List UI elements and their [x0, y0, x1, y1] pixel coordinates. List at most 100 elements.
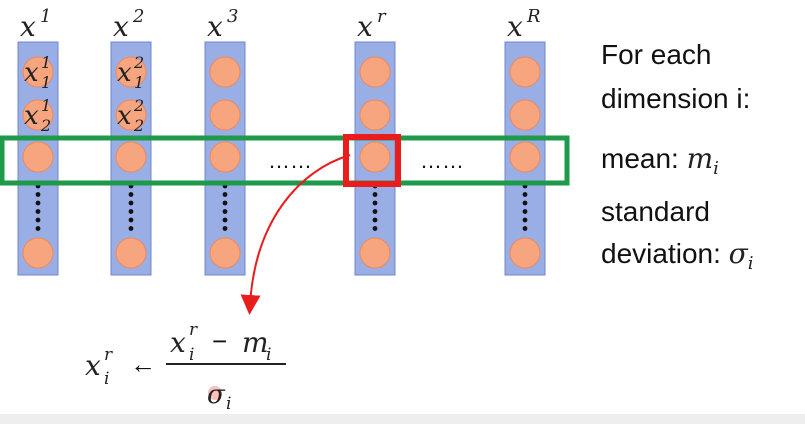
- vertical-dot: [372, 226, 378, 231]
- standard-label: standard: [601, 196, 710, 227]
- selected-cell-highlight: [343, 134, 401, 187]
- feature-circle: [115, 237, 147, 269]
- feature-circle: [115, 141, 147, 173]
- feature-circle: [22, 237, 54, 269]
- feature-circle: [115, 99, 147, 131]
- feature-circle: [209, 56, 241, 88]
- formula-numerator-x: x: [170, 326, 186, 359]
- feature-circle: [115, 56, 147, 88]
- cell-label: x: [117, 58, 132, 88]
- formula-numerator-sub: i: [189, 345, 194, 365]
- cell-label-sup: 1: [41, 96, 51, 115]
- vertical-dot: [372, 209, 378, 214]
- cell-label: x: [24, 58, 39, 88]
- vertical-dot: [128, 209, 134, 214]
- vertical-dot: [128, 226, 134, 231]
- feature-circle: [22, 99, 54, 131]
- vertical-dot: [35, 226, 41, 231]
- cell-label-sub: 2: [40, 116, 51, 135]
- column-label-sup: R: [526, 6, 541, 27]
- formula-lhs: x: [85, 349, 101, 382]
- feature-circle: [509, 99, 541, 131]
- column-label: x: [507, 10, 523, 43]
- normalization-formula: x r i ← x r i − m i σ i: [85, 320, 286, 414]
- vertical-dot: [222, 192, 228, 197]
- formula-sigma-sub: i: [226, 394, 231, 414]
- feature-circle: [359, 237, 391, 269]
- formula-lhs-sub: i: [104, 369, 109, 389]
- vertical-dot: [522, 200, 528, 206]
- formula-mean-sub: i: [266, 345, 271, 365]
- feature-circle: [209, 99, 241, 131]
- vertical-dot: [372, 217, 378, 223]
- feature-circle: [509, 237, 541, 269]
- vertical-dot: [128, 200, 134, 206]
- vertical-dot: [522, 192, 528, 197]
- formula-sigma: σ: [207, 380, 226, 410]
- column-label-sup: r: [377, 6, 387, 27]
- cell-label-sub: 1: [134, 73, 144, 92]
- formula-numerator-sup: r: [189, 320, 198, 340]
- vertical-dot: [35, 209, 41, 214]
- feature-circle: [509, 141, 541, 173]
- bottom-strip: [0, 414, 805, 424]
- ellipsis-left: ……: [268, 148, 312, 173]
- vertical-dots: [35, 183, 528, 231]
- column-label-sup: 2: [132, 6, 144, 27]
- vertical-dot: [372, 192, 378, 197]
- vertical-dot: [128, 192, 134, 197]
- dimension-i-label: dimension i:: [601, 83, 750, 114]
- column-label: x: [207, 10, 223, 43]
- vertical-dot: [35, 217, 41, 223]
- column-label: x: [113, 10, 129, 43]
- vertical-dot: [35, 200, 41, 206]
- formula-arrow: ←: [130, 349, 156, 379]
- cell-to-formula-arrow: [240, 154, 351, 315]
- vertical-dot: [222, 200, 228, 206]
- ellipsis-right: ……: [420, 148, 464, 173]
- feature-circle: [22, 141, 54, 173]
- cell-label-sup: 1: [41, 53, 51, 72]
- feature-circle: [509, 56, 541, 88]
- vertical-dot: [222, 209, 228, 214]
- vertical-dot: [522, 209, 528, 214]
- deviation-label: deviation: σi: [601, 237, 754, 274]
- vertical-dot: [222, 217, 228, 223]
- cell-label-sub: 1: [41, 73, 51, 92]
- cell-label-sup: 2: [133, 53, 144, 72]
- side-description: For each dimension i: mean: mi standard …: [601, 39, 754, 274]
- cell-label: x: [117, 101, 132, 131]
- feature-circle: [359, 141, 391, 173]
- formula-lhs-sup: r: [104, 345, 113, 365]
- column-label: x: [20, 10, 36, 43]
- vertical-dot: [128, 217, 134, 223]
- vertical-dot: [222, 226, 228, 231]
- feature-circle: [359, 99, 391, 131]
- cell-label-sub: 2: [133, 116, 144, 135]
- formula-mean: m: [242, 326, 269, 359]
- feature-circle: [209, 141, 241, 173]
- column-label-sup: 1: [40, 6, 51, 27]
- dimension-i-highlight: [0, 135, 570, 186]
- cursor-highlight: [208, 386, 222, 400]
- cell-label: x: [24, 101, 39, 131]
- formula-minus: −: [212, 326, 227, 356]
- cell-label-sup: 2: [133, 96, 144, 115]
- feature-circle: [209, 237, 241, 269]
- column-label: x: [357, 10, 373, 43]
- feature-circle: [359, 56, 391, 88]
- column-label-sup: 3: [227, 6, 238, 27]
- mean-label: mean: mi: [601, 142, 719, 179]
- vertical-dot: [35, 192, 41, 197]
- vertical-dot: [372, 200, 378, 206]
- for-each-label: For each: [601, 39, 712, 70]
- vertical-dot: [522, 217, 528, 223]
- vertical-dot: [522, 226, 528, 231]
